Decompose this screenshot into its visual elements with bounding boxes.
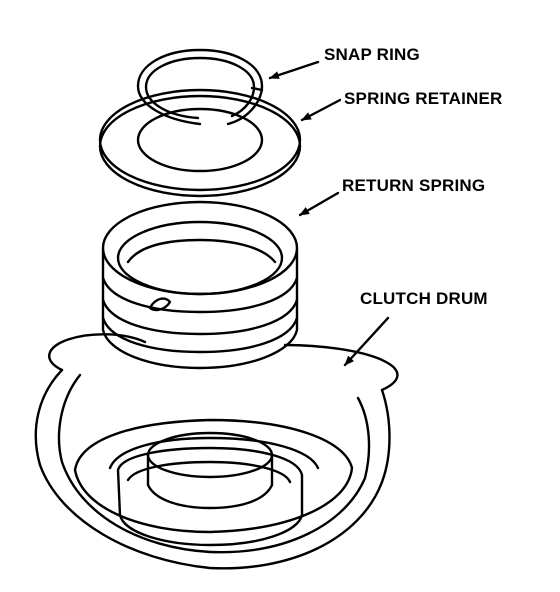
drum-hub-top (146, 431, 274, 479)
drum-inner-wall (57, 373, 371, 554)
clutch-drum (34, 333, 399, 570)
spring-retainer-label: SPRING RETAINER (344, 89, 503, 108)
return-spring-arrow (298, 191, 340, 217)
snap-ring-label: SNAP RING (324, 45, 420, 64)
snap-ring-inner (144, 56, 256, 120)
drum-outer-bottom (38, 463, 384, 570)
spring-top-coil-outer (101, 200, 299, 296)
snap-ring-outer (136, 48, 264, 126)
spring-coil-2 (101, 298, 299, 336)
drum-floor-inner-edge (108, 436, 320, 470)
spring-retainer-arrow (300, 98, 342, 122)
spring-coil-3 (101, 316, 299, 354)
clutch-drum-label: CLUTCH DRUM (360, 289, 488, 308)
spring-inner-coil (126, 238, 277, 264)
return-spring-label: RETURN SPRING (342, 176, 485, 195)
snap-ring (136, 48, 264, 126)
return-spring (101, 200, 299, 370)
snap-ring-arrow (268, 60, 320, 80)
retainer-thickness (98, 94, 302, 198)
retainer-outer-edge (98, 88, 302, 192)
clutch-drum-arrow (343, 316, 390, 367)
spring-end (148, 297, 172, 312)
drum-outer-right-wall (380, 388, 391, 484)
drum-rim-top-right (283, 343, 399, 392)
drum-outer-left-wall (34, 368, 64, 467)
drum-hub-base (116, 446, 304, 547)
spring-top-coil-inner (116, 220, 284, 296)
drum-hub-column (146, 453, 274, 510)
retainer-bore (136, 107, 264, 173)
snap-ring-gap (250, 86, 264, 92)
drum-rim-top-left (48, 333, 147, 372)
spring-retainer (98, 88, 302, 198)
drum-hub-step (126, 460, 292, 484)
spring-coil-1 (101, 276, 299, 314)
spring-side-walls (101, 248, 299, 370)
drum-floor-ring (73, 418, 354, 534)
